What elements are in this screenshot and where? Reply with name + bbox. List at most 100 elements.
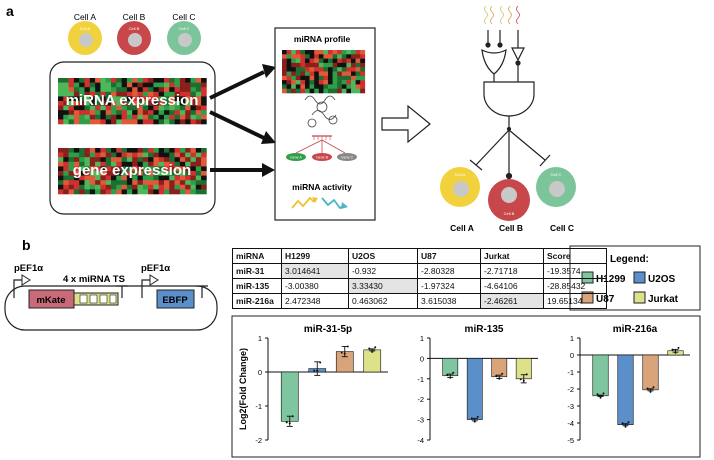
table-header: U87: [417, 248, 481, 264]
replicate-dot: [519, 378, 522, 381]
replicate-dot: [476, 415, 479, 418]
table-cell: -28.85432: [543, 278, 607, 294]
y-tick-label: -2: [255, 436, 262, 445]
cell-c-top: Cell C Cell C: [167, 12, 201, 55]
y-tick-label: 0: [570, 351, 574, 360]
promoter-1-label: pEF1α: [14, 263, 43, 274]
charts-frame: [231, 315, 701, 458]
cell-c-bottom: Cell C Cell C: [536, 167, 576, 233]
hollow-arrow: [381, 104, 431, 144]
table-header: H1299: [281, 248, 349, 264]
y-tick-label: -4: [567, 419, 574, 428]
table-cell: 3.014641: [281, 263, 349, 279]
legend-label-u2os: U2OS: [648, 274, 676, 285]
y-tick-label: -5: [567, 436, 574, 445]
y-tick-label: -2: [567, 385, 574, 394]
table-cell: 3.33430: [348, 278, 418, 294]
cell-c-top-inner: Cell C: [179, 26, 190, 31]
y-tick-label: -1: [417, 375, 424, 384]
cell-c-bottom-label: Cell C: [550, 223, 574, 233]
table-cell: 3.615038: [417, 293, 481, 309]
replicate-dot: [677, 346, 680, 349]
table-header: miRNA: [232, 248, 282, 264]
replicate-dot: [646, 387, 649, 390]
y-tick-label: -3: [567, 402, 574, 411]
replicate-dot: [599, 396, 602, 399]
activity-zigzags: [291, 196, 348, 210]
table-cell: 2.472348: [281, 293, 349, 309]
replicate-dot: [368, 347, 371, 350]
gene-expression-heatmap: [58, 148, 207, 195]
replicate-dot: [501, 372, 504, 375]
replicate-dot: [288, 422, 291, 425]
bar-h1299: [592, 354, 609, 397]
bar-u87: [491, 358, 508, 378]
table-row: miR-31 3.014641 -0.932 -2.80328 -2.71718…: [232, 263, 607, 279]
replicate-dot: [652, 386, 655, 389]
replicate-dot: [674, 351, 677, 354]
cell-b-top: Cell B Cell B: [117, 12, 151, 55]
ebfp-gene: EBFP: [162, 295, 188, 306]
legend-swatch-u2os: [633, 271, 646, 284]
y-tick-label: -3: [417, 416, 424, 425]
cell-a-top: Cell A Cell A: [68, 12, 102, 55]
bar-h1299: [442, 358, 459, 377]
table-cell: -3.00380: [281, 278, 349, 294]
cell-a-bottom: Cell A Cell A: [440, 167, 480, 233]
y-tick-label: -2: [417, 395, 424, 404]
table-cell: -1.97324: [417, 278, 481, 294]
replicate-dot: [624, 425, 627, 428]
table-cell: 19.65134: [543, 293, 607, 309]
table-cell: -2.80328: [417, 263, 481, 279]
cell-a-bottom-inner: Cell A: [455, 172, 466, 177]
cell-c-bottom-inner: Cell C: [551, 172, 562, 177]
y-tick-label: -1: [567, 368, 574, 377]
cell-b-top-inner: Cell B: [129, 26, 140, 31]
table-row: miR-216a 2.472348 0.463062 3.615038 -2.4…: [232, 293, 607, 309]
replicate-dot: [522, 379, 525, 382]
replicate-dot: [627, 421, 630, 424]
replicate-dot: [649, 390, 652, 393]
replicate-dot: [340, 351, 343, 354]
promoter-2-label: pEF1α: [141, 263, 170, 274]
y-tick-label: 1: [420, 334, 424, 343]
gene-network: Gene A Gene B Gene C: [286, 135, 357, 161]
mkate-gene: mKate: [36, 295, 65, 306]
table-header: Jurkat: [480, 248, 544, 264]
table-cell: -0.932: [348, 263, 418, 279]
table-cell: miR-31: [232, 263, 282, 279]
y-tick-label: -4: [417, 436, 424, 445]
plasmid-construct: pEF1α pEF1α 4 x miRNA TS mKate EBFP: [4, 263, 218, 331]
gene-b-node: Gene B: [316, 156, 329, 160]
table-header-row: miRNA H1299 U2OS U87 Jurkat Score: [232, 248, 607, 264]
mirna-expression-heatmap: [58, 78, 207, 125]
cell-a-top-inner: Cell A: [80, 26, 91, 31]
bar-u87: [642, 354, 659, 391]
replicate-dot: [343, 352, 346, 355]
mirna-profile-heatmap: [282, 50, 366, 94]
chart-title: miR-31-5p: [304, 324, 352, 335]
y-tick-label: -1: [255, 402, 262, 411]
cell-b-bottom-inner: Cell B: [504, 211, 515, 216]
y-tick-label: 1: [258, 334, 262, 343]
gene-a-node: Gene A: [290, 156, 302, 160]
table-cell: -4.64106: [480, 278, 544, 294]
flow-arrows-left: [209, 64, 276, 177]
replicate-dot: [602, 392, 605, 395]
replicate-dot: [319, 361, 322, 364]
chart-title: miR-216a: [613, 324, 658, 335]
y-tick-label: 0: [258, 368, 262, 377]
replicate-dot: [671, 348, 674, 351]
legend-title: Legend:: [610, 254, 649, 265]
panel-b-letter: b: [22, 240, 31, 253]
replicate-dot: [495, 374, 498, 377]
replicate-dot: [525, 373, 528, 376]
bar-u2os: [466, 358, 483, 420]
replicate-dot: [285, 421, 288, 424]
legend-swatch-jurkat: [633, 291, 646, 304]
table-cell: -19.3574: [543, 263, 607, 279]
y-axis-label: Log2(Fold Change): [238, 348, 248, 430]
table-cell: miR-135: [232, 278, 282, 294]
